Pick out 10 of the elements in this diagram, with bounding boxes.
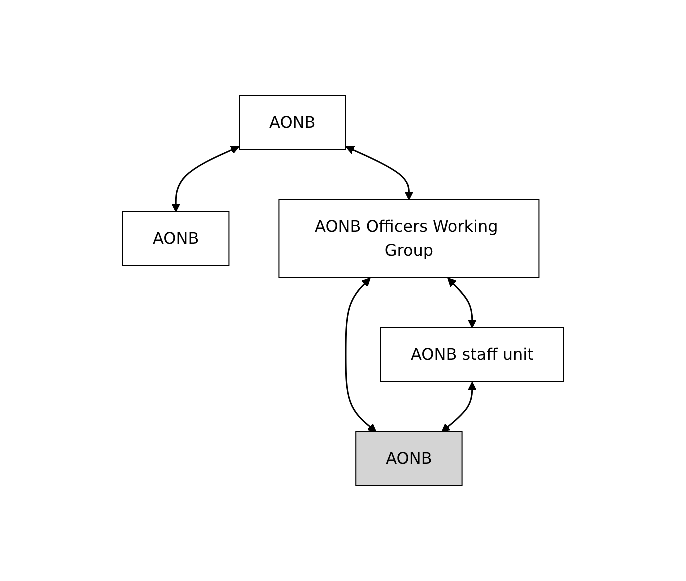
node-box: AONB [355, 431, 462, 486]
arrow [344, 277, 376, 432]
arrow [441, 382, 476, 432]
arrow [345, 146, 414, 200]
arrow [447, 277, 476, 328]
node-box: AONB [238, 95, 346, 150]
node-box: AONB [122, 211, 230, 266]
node-box: AONB Officers Working Group [278, 199, 540, 278]
node-box: AONB staff unit [380, 327, 564, 382]
arrow [171, 146, 240, 212]
